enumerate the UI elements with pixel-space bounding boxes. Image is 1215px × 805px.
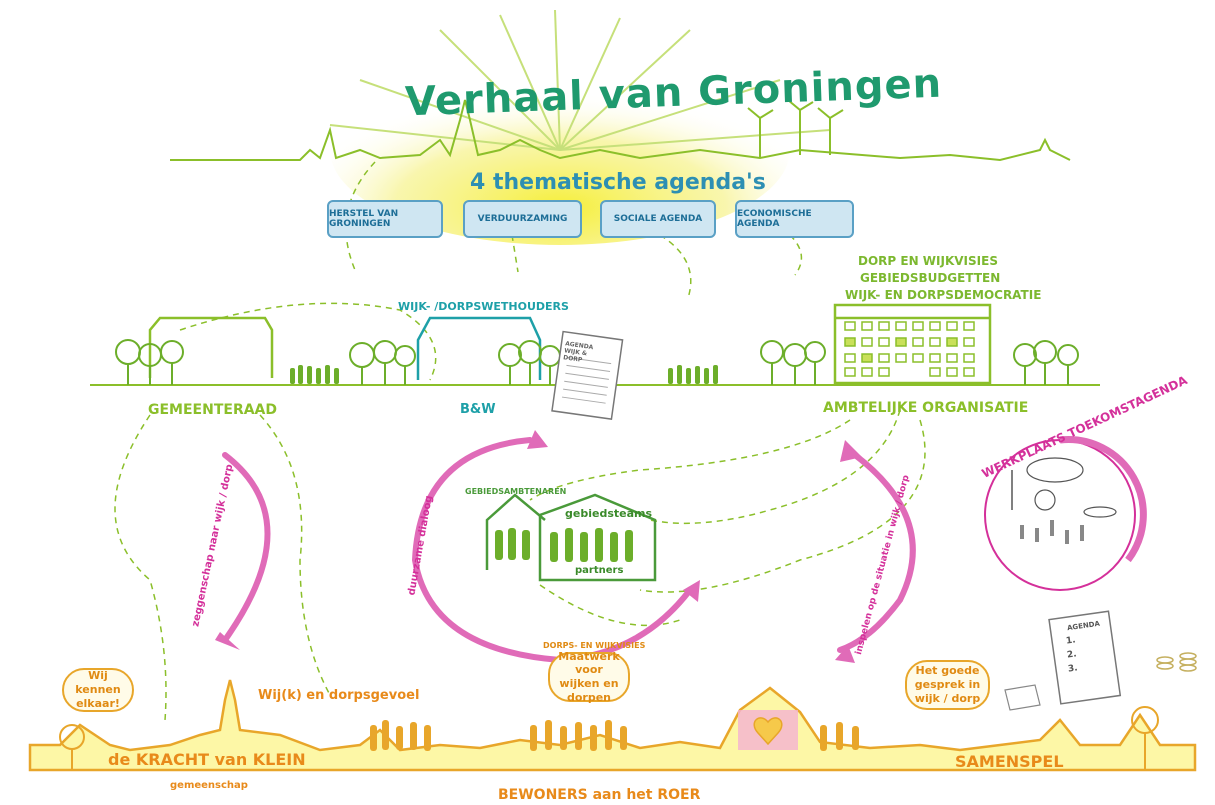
agenda-box-economische: ECONOMISCHE AGENDA [735,200,854,238]
bubble-wij-kennen: Wij kennen elkaar! [62,668,134,712]
team-people-icon [495,528,633,562]
gemeenteraad-building [148,316,274,378]
gebiedsteams-building [485,493,657,582]
gebiedsambtenaren-label: GEBIEDSAMBTENAREN [465,487,567,496]
agenda-sheet-icon [1048,610,1122,705]
arrowhead-icon [683,580,700,602]
dorps-visies-label: DORPS- EN WIJKVISIES [543,641,646,650]
bw-building [416,316,542,380]
arrowhead-icon [527,430,548,449]
agenda-box-herstel: HERSTEL VAN GRONINGEN [327,200,443,238]
diagram-subtitle: 4 thematische agenda's [470,170,766,195]
sun-icon [329,9,831,245]
bw-label: B&W [460,402,496,417]
arrow-dialoog [411,437,693,664]
agenda-document-icon [551,330,624,421]
kracht-label: de KRACHT van KLEIN [108,750,306,769]
office-windows [844,321,975,377]
bubble-maatwerk: Maatwerk voor wijken en dorpen [548,650,630,704]
bottom-tree-icon [59,706,1159,770]
gemeenteraad-label: GEMEENTERAAD [148,402,278,418]
bubble-goede-gesprek: Het goede gesprek in wijk / dorp [905,660,990,710]
wijkgevoel-label: Wij(k) en dorpsgevoel [258,688,420,703]
werkplaats-circle [984,436,1147,591]
agenda-box-sociale: SOCIALE AGENDA [600,200,716,238]
wethouders-label: WIJK- /DORPSWETHOUDERS [398,300,569,313]
ambtelijke-label: AMBTELIJKE ORGANISATIE [823,400,1029,416]
windmill-icon [747,99,844,158]
arrowhead-icon [835,645,855,663]
arrowhead-icon [215,632,240,650]
partners-label: partners [575,565,624,576]
visions-line-3: WIJK- EN DORPSDEMOCRATIE [845,288,1042,302]
resident-people-icon [370,720,859,751]
heart-icon [753,717,783,746]
tree-icon [115,339,1079,385]
agenda-item-1: 1. [1065,635,1077,647]
people-icon [290,365,718,384]
agenda-box-verduurzaming: VERDUURZAMING [463,200,582,238]
agenda-item-3: 3. [1067,663,1079,675]
agenda-item-2: 2. [1066,649,1078,661]
samenspel-label: SAMENSPEL [955,752,1064,771]
laptop-icon [1004,684,1041,711]
roer-label: BEWONERS aan het ROER [498,787,701,803]
coins-icon [1156,652,1197,672]
visions-line-2: GEBIEDSBUDGETTEN [860,271,1001,285]
visions-line-1: DORP EN WIJKVISIES [858,254,998,268]
skyline-top [170,99,1071,162]
arrow-inspelen [837,452,916,653]
gebiedsteams-label: gebiedsteams [565,507,653,520]
arrowhead-icon [840,440,862,462]
ambtelijke-building [833,303,992,385]
gemeenschap-label: gemeenschap [170,780,248,791]
arrow-zeggenschap [222,452,271,643]
